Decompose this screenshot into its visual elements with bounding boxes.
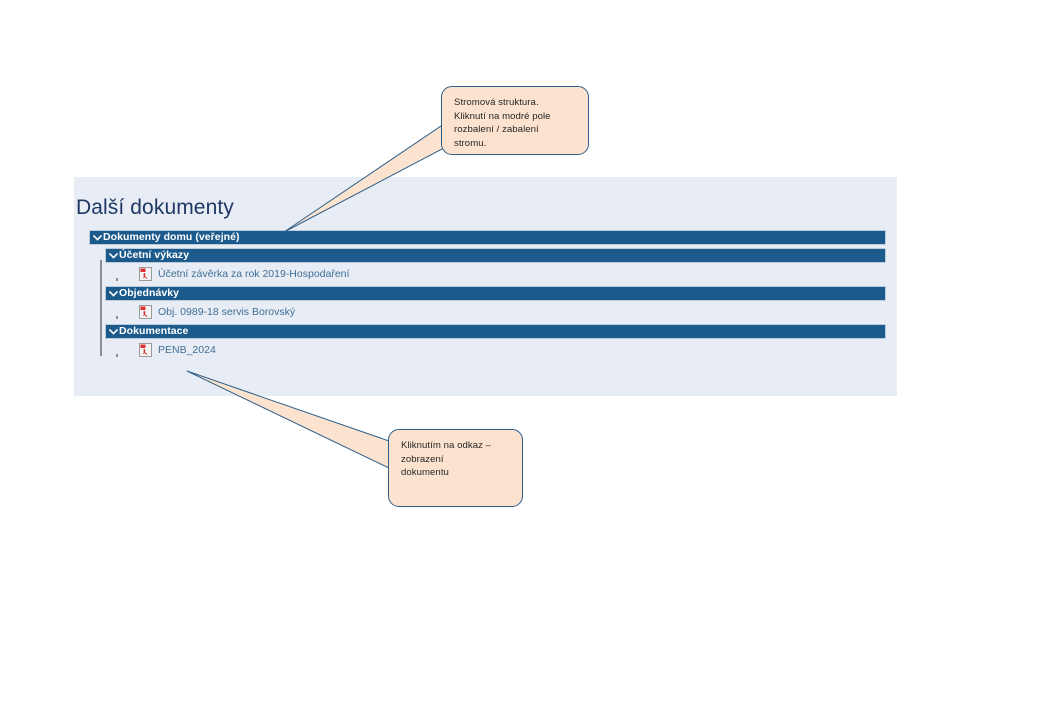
callout-tree-structure-text: Stromová struktura. Kliknutí na modré po…: [454, 97, 551, 149]
tree-file-row[interactable]: Účetní závěrka za rok 2019-Hospodaření: [105, 263, 886, 284]
pdf-icon: [139, 342, 152, 357]
callout-link-click: Kliknutím na odkaz – zobrazení dokumentu: [388, 429, 523, 507]
chevron-down-icon[interactable]: [109, 289, 118, 298]
tree-file-row[interactable]: Obj. 0989-18 servis Borovský: [105, 301, 886, 322]
tree-folder-ucetni-vykazy[interactable]: Účetní výkazy: [105, 248, 886, 263]
tree-folder-label: Dokumenty domu (veřejné): [103, 231, 240, 243]
tree-guide-line-level2: [116, 278, 118, 281]
tree-folder-label: Účetní výkazy: [119, 249, 190, 261]
tree-guide-line-level2: [116, 316, 118, 319]
tree-folder-dokumentace[interactable]: Dokumentace: [105, 324, 886, 339]
tree-folder-label: Dokumentace: [119, 325, 189, 337]
tree-guide-line-level2: [116, 354, 118, 357]
tree-file-label: Obj. 0989-18 servis Borovský: [158, 305, 296, 318]
chevron-down-icon[interactable]: [109, 327, 118, 336]
tree-node-objednavky: Objednávky Obj. 0989-18 servis Borovský: [89, 286, 886, 322]
page-title: Další dokumenty: [76, 196, 234, 219]
callout-tree-structure: Stromová struktura. Kliknutí na modré po…: [441, 86, 589, 155]
chevron-down-icon[interactable]: [109, 251, 118, 260]
tree-node-ucetni-vykazy: Účetní výkazy Účetní závěrka za rok 2019…: [89, 248, 886, 284]
tree-node-root: Dokumenty domu (veřejné) Účetní výkazy: [89, 230, 886, 360]
document-tree: Dokumenty domu (veřejné) Účetní výkazy: [89, 230, 886, 360]
tree-node-dokumentace: Dokumentace PENB_2024: [89, 324, 886, 360]
chevron-down-icon[interactable]: [93, 233, 102, 242]
tree-folder-label: Objednávky: [119, 287, 180, 299]
tree-file-label: Účetní závěrka za rok 2019-Hospodaření: [158, 267, 350, 280]
tree-file-label: PENB_2024: [158, 343, 216, 356]
pdf-icon: [139, 304, 152, 319]
tree-folder-objednavky[interactable]: Objednávky: [105, 286, 886, 301]
tree-file-row[interactable]: PENB_2024: [105, 339, 886, 360]
tree-guide-line-level1: [100, 260, 102, 356]
tree-folder-dokumenty-domu[interactable]: Dokumenty domu (veřejné): [89, 230, 886, 245]
callout-link-click-text: Kliknutím na odkaz – zobrazení dokumentu: [401, 440, 492, 479]
pdf-icon: [139, 266, 152, 281]
